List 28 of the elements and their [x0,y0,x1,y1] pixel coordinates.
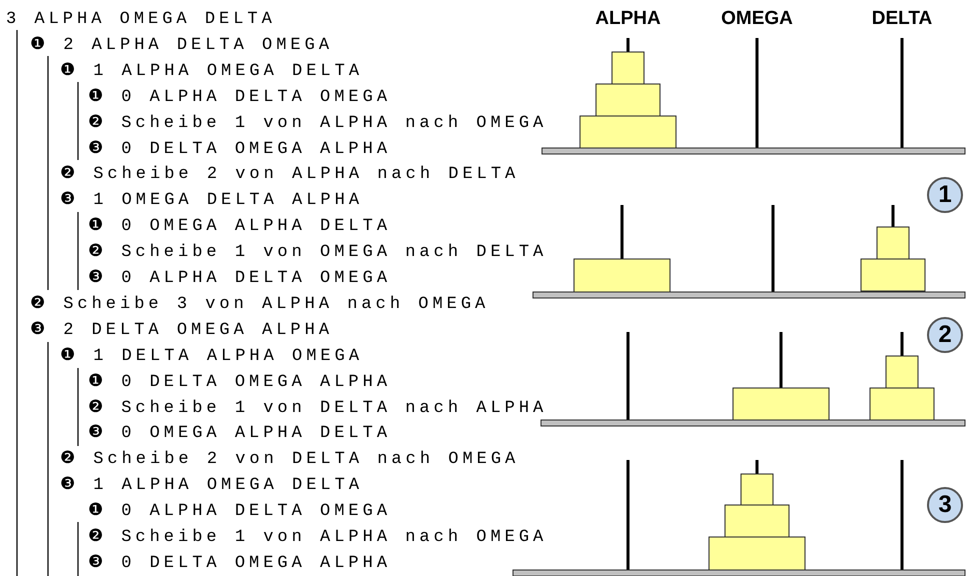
step-number-circle: 1 [927,177,963,213]
trace-line: ❸ 1 ALPHA OMEGA DELTA [60,476,364,496]
trace-line: ❷ Scheibe 1 von ALPHA nach OMEGA [88,528,548,548]
peg-label: ALPHA [595,8,661,30]
trace-line: ❶ 0 ALPHA DELTA OMEGA [88,502,392,522]
peg-label: DELTA [872,8,932,30]
trace-line: ❶ 0 OMEGA ALPHA DELTA [88,217,392,238]
trace-line: 3 ALPHA OMEGA DELTA [6,10,276,30]
trace-line: ❸ 0 ALPHA DELTA OMEGA [88,269,392,289]
trace-line: ❶ 1 DELTA ALPHA OMEGA [60,346,364,367]
peg-label: OMEGA [721,8,793,30]
trace-line: ❶ 1 ALPHA OMEGA DELTA [60,62,364,82]
trace-line: ❶ 0 DELTA OMEGA ALPHA [88,372,392,393]
trace-line: ❸ 0 DELTA OMEGA ALPHA [88,554,392,574]
trace-line: ❷ Scheibe 1 von DELTA nach ALPHA [88,398,548,418]
trace-line: ❷ Scheibe 3 von ALPHA nach OMEGA [30,294,490,315]
trace-line: ❶ 2 ALPHA DELTA OMEGA [30,36,334,56]
trace-line: ❶ 0 ALPHA DELTA OMEGA [88,88,392,108]
trace-line: ❷ Scheibe 1 von OMEGA nach DELTA [88,243,548,264]
trace-line: ❸ 0 DELTA OMEGA ALPHA [88,140,392,160]
step-number-circle: 3 [927,487,963,523]
trace-line: ❷ Scheibe 1 von ALPHA nach OMEGA [88,114,548,134]
trace-line: ❸ 2 DELTA OMEGA ALPHA [30,320,334,341]
trace-line: ❷ Scheibe 2 von DELTA nach OMEGA [60,450,520,470]
trace-line: ❸ 1 OMEGA DELTA ALPHA [60,191,364,212]
trace-line: ❷ Scheibe 2 von ALPHA nach DELTA [60,165,520,186]
step-number-circle: 2 [927,317,963,353]
trace-line: ❸ 0 OMEGA ALPHA DELTA [88,424,392,444]
